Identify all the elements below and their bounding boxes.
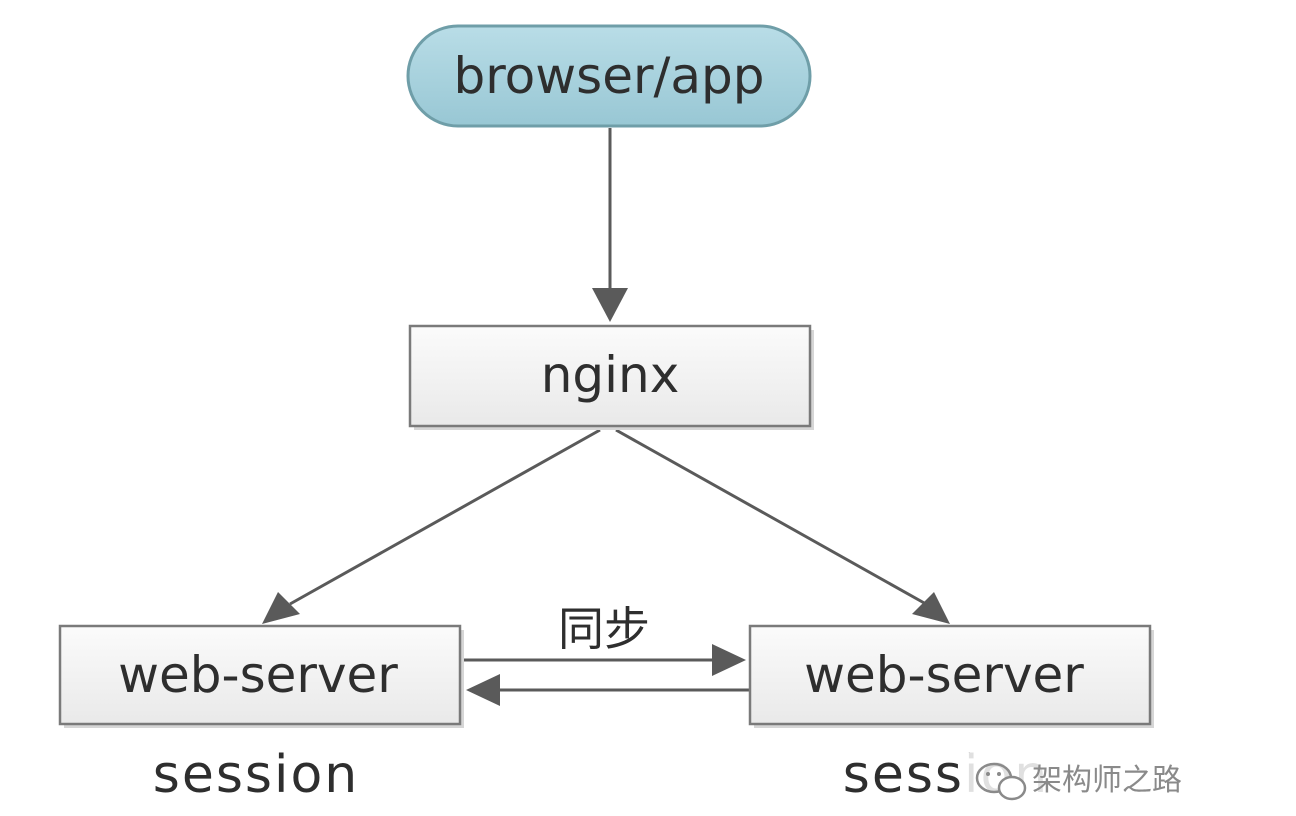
node-web-server-left: web-server (58, 624, 464, 728)
node-nginx: nginx (408, 324, 814, 430)
arrowhead-sync-left (466, 674, 500, 706)
arrowhead-right-server (912, 592, 950, 624)
node-browser-app: browser/app (406, 24, 812, 128)
watermark-text: 架构师之路 (1032, 763, 1182, 798)
browser-app-shape (406, 24, 812, 128)
browser-app-label: browser/app (453, 47, 764, 105)
web-server-right-label: web-server (804, 646, 1084, 704)
arrowhead-nginx (592, 288, 628, 322)
edge-nginx-to-left-server (289, 428, 601, 606)
edges (262, 128, 950, 706)
edge-nginx-to-right-server (615, 428, 927, 606)
web-server-left-label: web-server (118, 646, 398, 704)
wechat-icon (975, 762, 1027, 801)
sync-label: 同步 (558, 602, 650, 656)
web-server-left-shape (58, 624, 462, 726)
arrowhead-left-server (262, 592, 300, 624)
nginx-shape (408, 324, 812, 428)
node-web-server-right: web-server (748, 624, 1154, 728)
arrowhead-sync-right (712, 644, 746, 676)
watermark: 架构师之路 (966, 752, 1186, 804)
web-server-right-shape (748, 624, 1152, 726)
nginx-label: nginx (541, 346, 680, 404)
session-caption-left: session (153, 745, 360, 805)
